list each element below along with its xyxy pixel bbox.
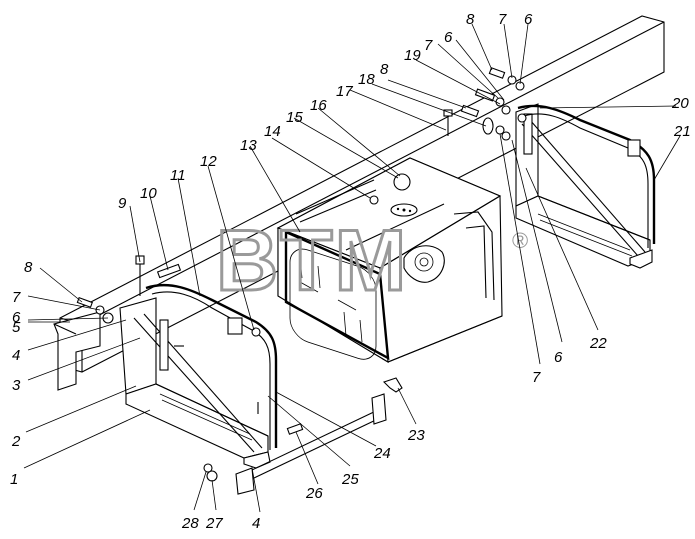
watermark: BTM ® xyxy=(215,212,529,311)
callout-14: 14 xyxy=(264,123,281,140)
callout-6c: 6 xyxy=(524,11,533,28)
callout-15: 15 xyxy=(286,109,303,126)
callout-6b: 6 xyxy=(444,29,453,46)
callout-1: 1 xyxy=(10,471,18,488)
callout-20: 20 xyxy=(671,95,689,112)
callout-labels: 1 2 3 4 4 5 6 6 6 6 7 7 7 7 8 8 8 9 10 1… xyxy=(10,11,691,532)
callout-19: 19 xyxy=(404,47,421,64)
callout-26: 26 xyxy=(305,485,323,502)
left-tank-strap xyxy=(145,283,278,450)
leader-lines xyxy=(23,23,681,513)
callout-23: 23 xyxy=(407,427,425,444)
callout-7d: 7 xyxy=(532,369,541,386)
callout-13: 13 xyxy=(240,137,257,154)
callout-25: 25 xyxy=(341,471,359,488)
callout-8b: 8 xyxy=(380,61,389,78)
callout-2: 2 xyxy=(11,433,21,450)
watermark-text: BTM xyxy=(216,213,408,309)
callout-6d: 6 xyxy=(554,349,563,366)
right-tank-bracket xyxy=(515,103,653,269)
callout-24: 24 xyxy=(373,445,391,462)
callout-4a: 4 xyxy=(12,347,20,364)
watermark-registered: ® xyxy=(512,228,528,253)
callout-7a: 7 xyxy=(12,289,21,306)
callout-8a: 8 xyxy=(24,259,33,276)
callout-10: 10 xyxy=(140,185,157,202)
callout-8c: 8 xyxy=(466,11,475,28)
fuel-tank xyxy=(276,157,503,364)
callout-11: 11 xyxy=(170,167,186,184)
callout-21: 21 xyxy=(673,123,691,140)
callout-4b: 4 xyxy=(252,515,260,532)
callout-7b: 7 xyxy=(424,37,433,54)
tie-rod xyxy=(235,393,387,495)
callout-22: 22 xyxy=(589,335,607,352)
callout-18: 18 xyxy=(358,71,375,88)
callout-28: 28 xyxy=(181,515,199,532)
callout-17: 17 xyxy=(336,83,353,100)
callout-6a: 6 xyxy=(12,309,21,326)
callout-3: 3 xyxy=(12,377,21,394)
callout-27: 27 xyxy=(205,515,223,532)
callout-5: 5 xyxy=(12,319,21,336)
right-tank-strap xyxy=(517,104,656,248)
callout-9: 9 xyxy=(118,195,127,212)
callout-12: 12 xyxy=(200,153,217,170)
left-tank-bracket xyxy=(119,297,271,469)
callout-16: 16 xyxy=(310,97,327,114)
callout-7c: 7 xyxy=(498,11,507,28)
